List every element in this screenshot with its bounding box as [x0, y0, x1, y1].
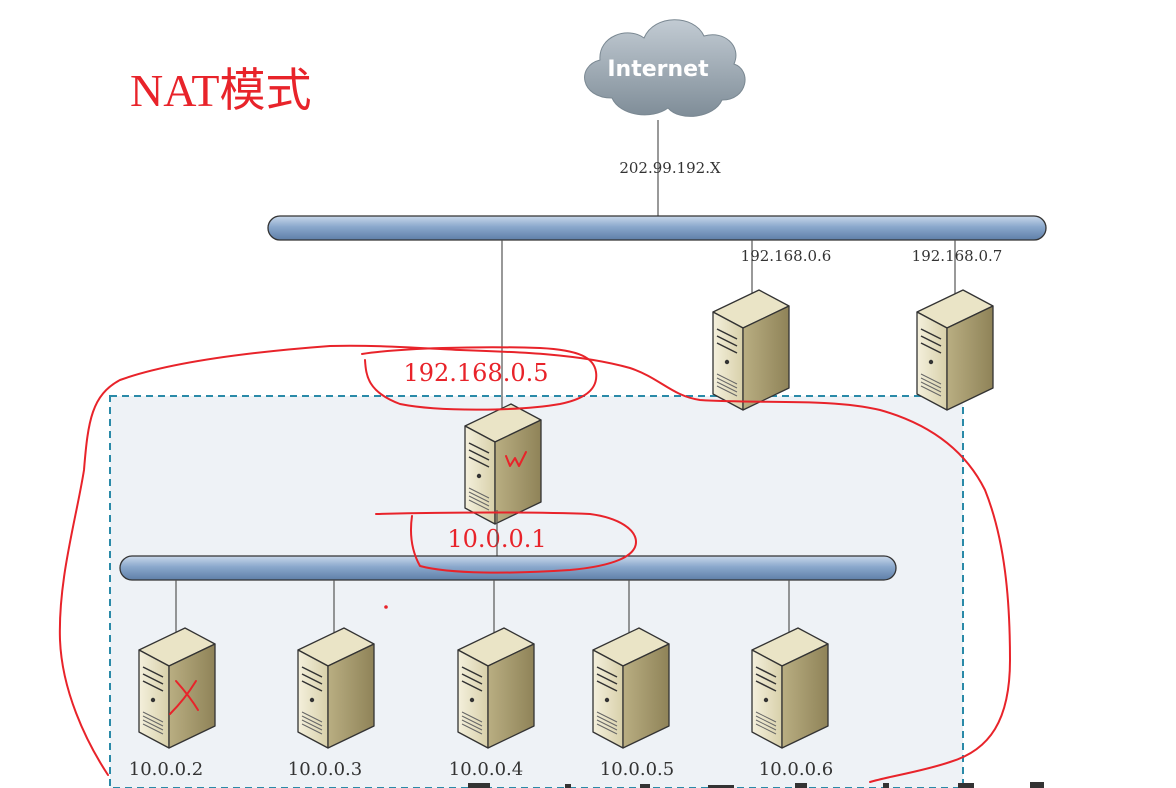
host-cross-mark [169, 680, 199, 715]
internet-label: Internet [607, 57, 709, 82]
server-icon [592, 627, 670, 749]
inner-host-5-ip: 10.0.0.6 [759, 759, 833, 780]
outer-ip-circle [361, 346, 598, 411]
inner-host-4: 10.0.0.5 [592, 627, 674, 780]
outer-host-1-ip: 192.168.0.6 [741, 247, 832, 265]
private-network-bus [119, 555, 897, 581]
server-icon [297, 627, 375, 749]
annotation-dot [384, 605, 388, 609]
inner-host-2-ip: 10.0.0.3 [288, 759, 362, 780]
inner-host-2: 10.0.0.3 [288, 627, 375, 780]
toolbar-icon [708, 785, 734, 788]
toolbar-icon [640, 784, 650, 788]
server-icon [712, 289, 790, 411]
server-icon [751, 627, 829, 749]
inner-ip-circle [375, 511, 637, 574]
inner-host-3-ip: 10.0.0.4 [449, 759, 523, 780]
outer-host-1: 192.168.0.6 [712, 247, 832, 411]
toolbar-icon [883, 783, 889, 788]
gateway-outer-ip: 192.168.0.5 [403, 359, 548, 387]
inner-host-3: 10.0.0.4 [449, 627, 535, 780]
server-icon [138, 627, 216, 749]
server-icon [916, 289, 994, 411]
handwritten-annotations [58, 344, 1011, 783]
outer-network-bus [267, 215, 1047, 241]
toolbar-icon [1030, 782, 1044, 788]
inner-host-1-ip: 10.0.0.2 [129, 759, 203, 780]
outer-host-2-ip: 192.168.0.7 [912, 247, 1003, 265]
inner-host-1: 10.0.0.2 [129, 627, 216, 780]
toolbar-icon [795, 783, 807, 788]
inner-host-5: 10.0.0.6 [751, 627, 833, 780]
nat-boundary-loop [58, 344, 1011, 783]
gateway-w-mark [505, 451, 527, 467]
bottom-toolbar-fragment [468, 782, 1044, 788]
internet-cloud-icon: Internet [584, 19, 746, 117]
wan-ip-label: 202.99.192.X [619, 159, 721, 177]
toolbar-icon [958, 783, 974, 788]
outer-host-2: 192.168.0.7 [912, 247, 1003, 411]
diagram-title: NAT模式 [130, 65, 311, 116]
toolbar-icon [468, 783, 490, 788]
server-icon [464, 403, 542, 525]
inner-host-4-ip: 10.0.0.5 [600, 759, 674, 780]
server-icon [457, 627, 535, 749]
toolbar-icon [565, 784, 571, 788]
